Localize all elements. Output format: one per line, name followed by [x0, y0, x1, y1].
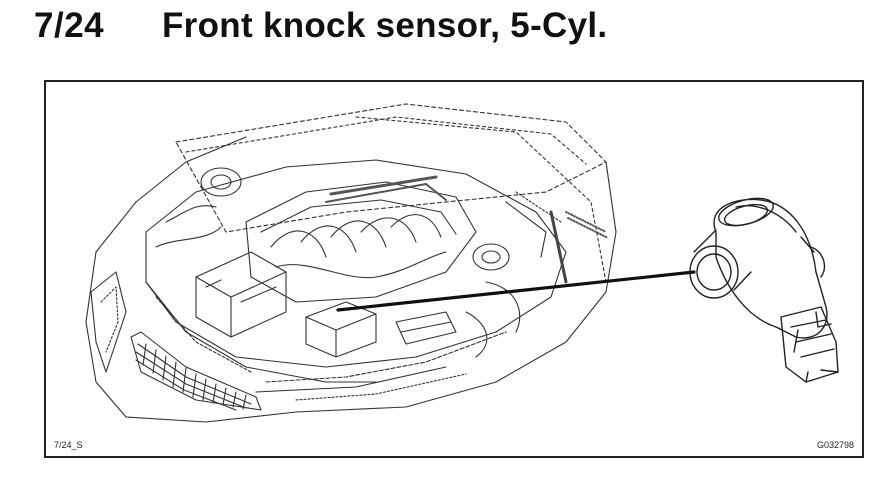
knock-sensor-illustration [689, 197, 839, 383]
figure-illustration [85, 103, 839, 423]
leader-line [336, 270, 696, 312]
figure-code: G032798 [816, 440, 854, 450]
figure-caption-left: 7/24_S [54, 440, 83, 450]
engine-bay-illustration [85, 103, 617, 423]
section-number: 7/24 [34, 6, 105, 45]
engine-cover-illustration [245, 175, 477, 303]
page-title: Front knock sensor, 5-Cyl. [162, 6, 608, 45]
page-heading: 7/24 Front knock sensor, 5-Cyl. [34, 6, 607, 46]
figure-frame: 7/24_S G032798 [44, 80, 864, 458]
grille-illustration [130, 331, 262, 411]
